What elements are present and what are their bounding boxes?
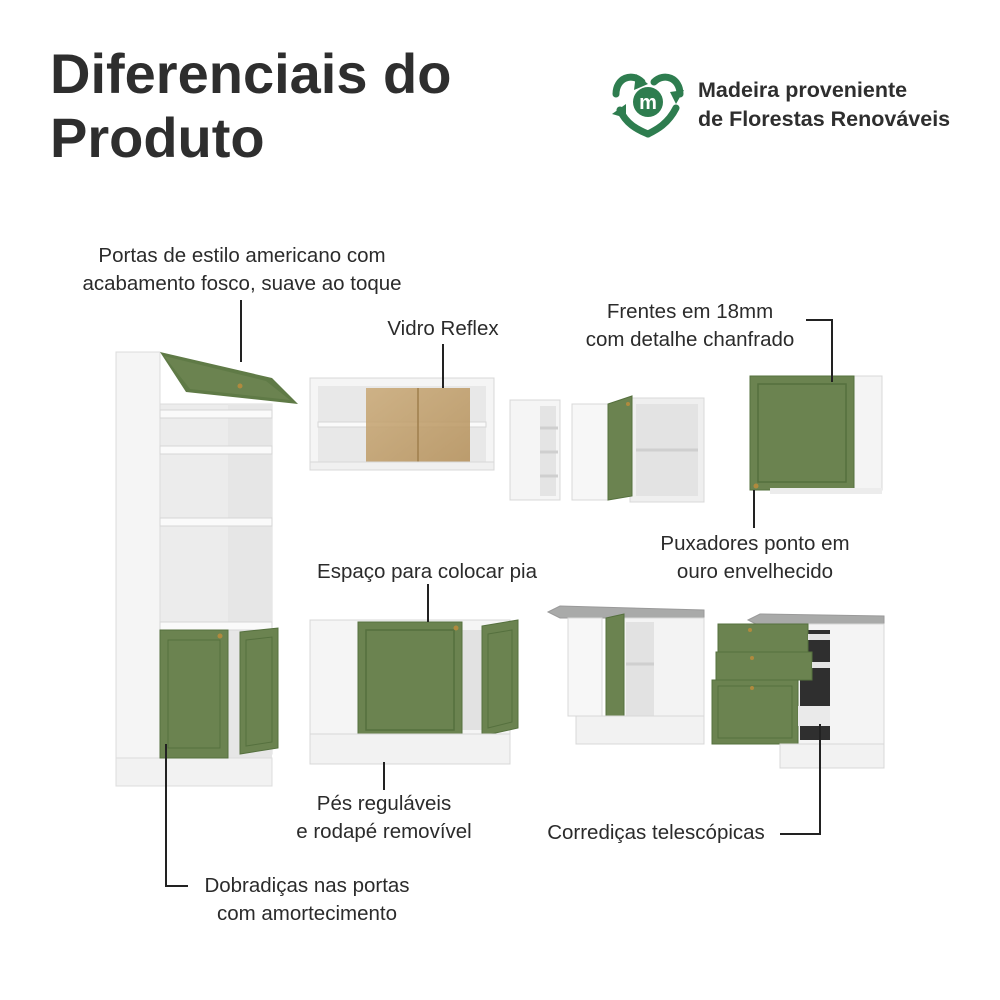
feature-glass-label: Vidro Reflex [387,317,499,340]
leader-lines [165,300,833,887]
leader-hinges [165,744,188,887]
closed-wall-cabinet [749,375,883,494]
title-line-1: Diferenciais do [50,42,452,105]
feature-handles-label: Puxadores ponto em ouro envelhecido [660,532,850,583]
corner-base-cabinet [546,605,705,745]
feature-slides-label: Corrediças telescópicas [547,821,765,844]
leader-slides [780,724,821,835]
glass-wall-cabinet [309,377,495,471]
feature-fronts-label: Frentes em 18mm com detalhe chanfrado [585,300,795,351]
feature-feet-label: Pés reguláveis e rodapé removível [296,792,472,843]
leader-fronts [806,319,833,382]
tall-pantry-cabinet [115,351,298,787]
open-niche-cabinet [509,399,561,501]
drawer-base-cabinet [711,613,885,769]
corner-wall-cabinet [571,395,705,503]
title-line-2: Produto [50,106,265,169]
badge-line-2: de Florestas Renováveis [698,107,951,131]
renewable-badge-text: Madeira proveniente de Florestas Renováv… [698,76,950,134]
logo-letter: m [639,92,657,114]
recycle-m-icon: m [612,73,684,138]
feature-hinges-label: Dobradiças nas portas com amortecimento [204,874,410,925]
feature-doors-label: Portas de estilo americano com acabament… [82,244,402,295]
page-title: Diferenciais do Produto [50,42,451,170]
badge-line-1: Madeira proveniente [698,78,908,102]
feature-sink-label: Espaço para colocar pia [317,560,537,583]
sink-base-cabinet [309,619,519,765]
